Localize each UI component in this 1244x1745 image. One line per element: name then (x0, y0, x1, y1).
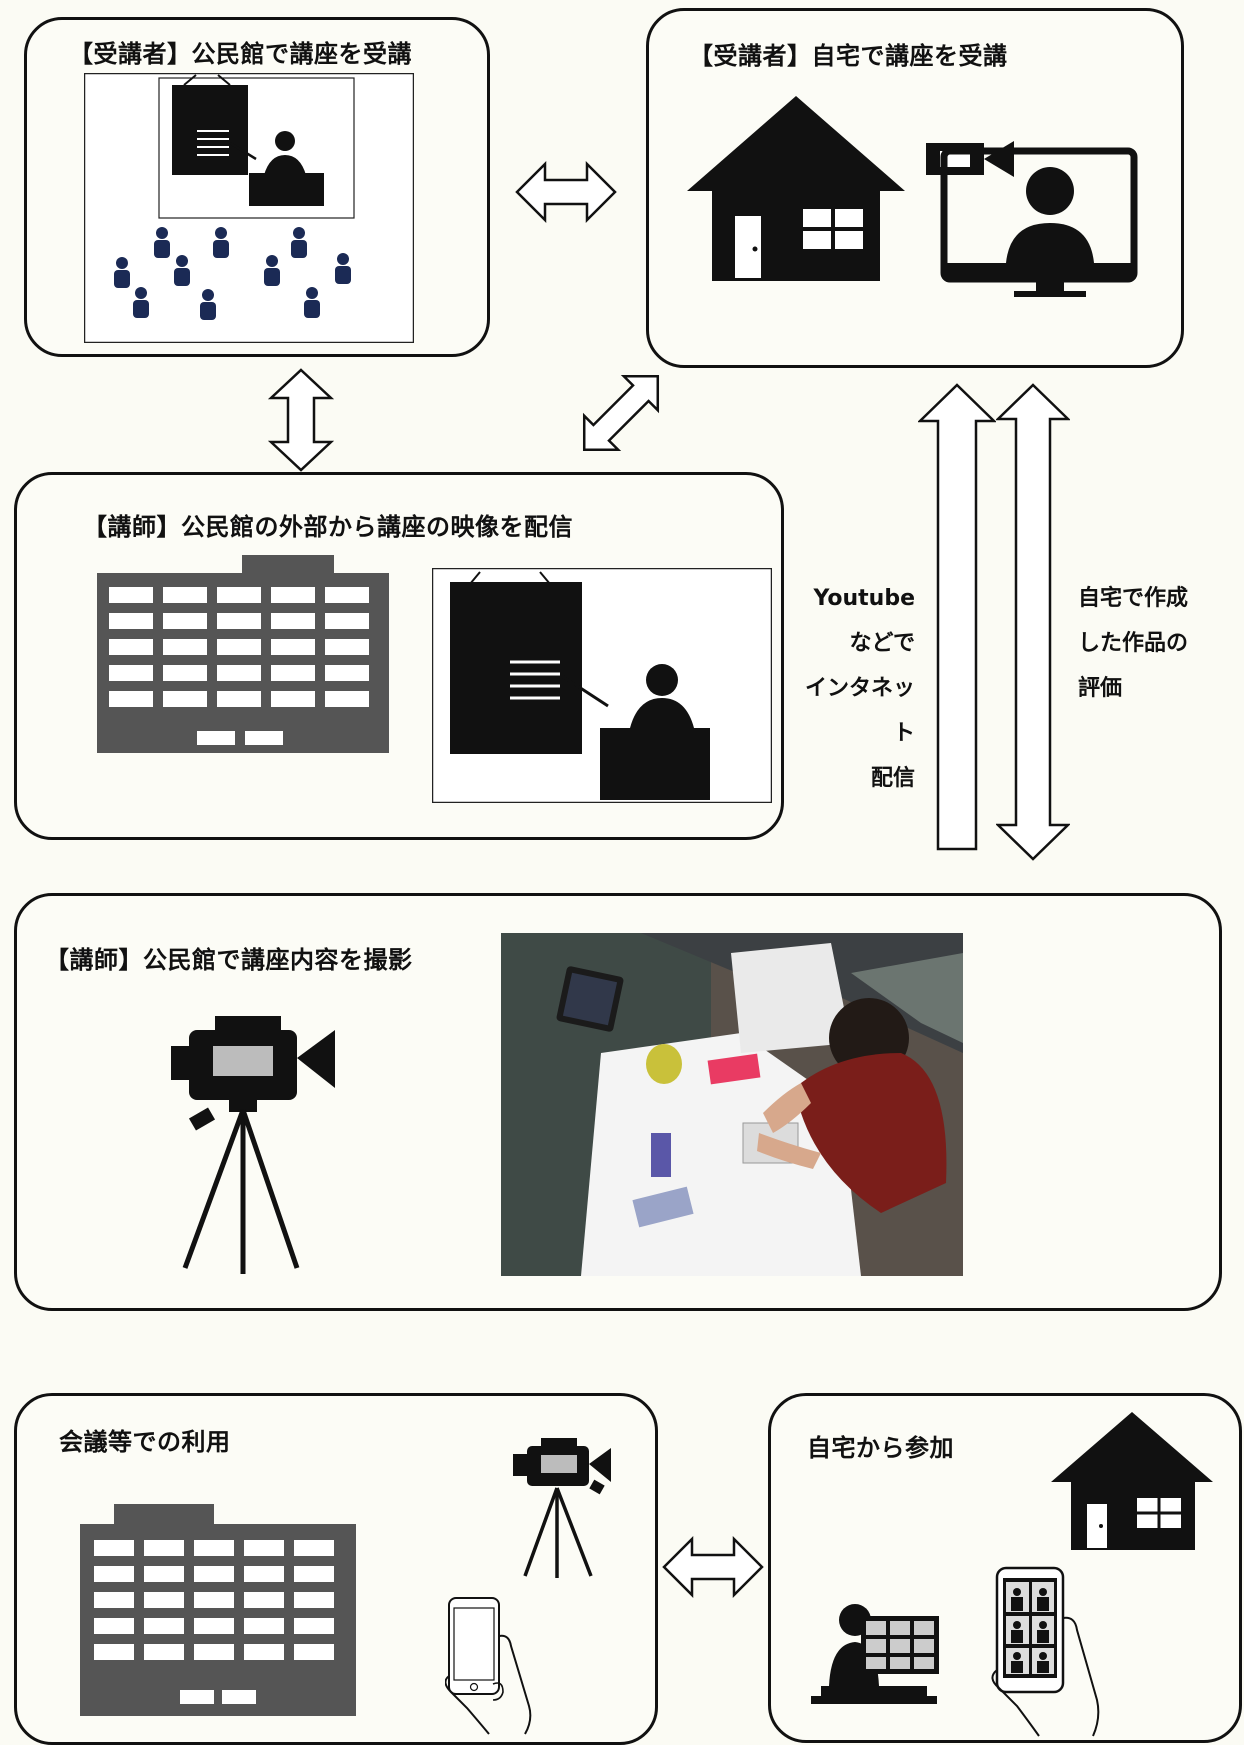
building-icon (97, 555, 389, 755)
building-icon (80, 1504, 356, 1716)
upload-up-arrow-icon (918, 383, 996, 853)
two-way-vertical-arrow-icon (996, 383, 1070, 861)
stream-label: Youtube などで インタネット 配信 (790, 576, 915, 801)
evaluation-label-line: 評価 (1078, 676, 1123, 701)
classroom-illustration (84, 73, 414, 343)
video-camera-icon (167, 1008, 367, 1274)
diagonal-double-arrow-icon (580, 368, 662, 458)
evaluation-label-line: した作品の (1078, 631, 1189, 656)
box-meeting-use: 会議等での利用 (14, 1393, 658, 1745)
monitor-viewer-icon (811, 1586, 941, 1706)
smartphone-icon (445, 1596, 537, 1736)
box-title: 【受講者】公民館で講座を受講 (69, 40, 412, 68)
vertical-double-arrow-icon (268, 368, 334, 472)
box-title: 自宅から参加 (807, 1434, 954, 1462)
monitor-viewer-icon (924, 133, 1144, 303)
box-title: 【講師】公民館で講座内容を撮影 (45, 946, 413, 974)
box-title: 【講師】公民館の外部から講座の映像を配信 (83, 513, 573, 541)
box-title: 【受講者】自宅で講座を受講 (689, 42, 1008, 70)
evaluation-label-line: 自宅で作成 (1078, 586, 1189, 611)
box-title: 会議等での利用 (59, 1428, 231, 1456)
box-classroom-attend: 【受講者】公民館で講座を受講 (24, 17, 490, 357)
stream-label-line: などで (849, 631, 915, 656)
video-camera-icon (511, 1436, 621, 1578)
stream-label-line: 配信 (870, 766, 915, 791)
house-icon (685, 91, 907, 291)
house-icon (1049, 1408, 1215, 1556)
box-home-attend: 【受講者】自宅で講座を受講 (646, 8, 1184, 368)
box-filming: 【講師】公民館で講座内容を撮影 (14, 893, 1222, 1311)
stream-label-line: Youtube (813, 586, 915, 611)
smartphone-icon (989, 1566, 1109, 1738)
horizontal-double-arrow-icon (662, 1535, 764, 1599)
horizontal-double-arrow-icon (515, 160, 617, 224)
box-home-join: 自宅から参加 (768, 1393, 1242, 1743)
box-remote-streaming: 【講師】公民館の外部から講座の映像を配信 (14, 472, 784, 840)
workshop-photo (501, 933, 963, 1276)
lecture-icon (432, 568, 772, 803)
evaluation-label: 自宅で作成 した作品の 評価 (1078, 576, 1228, 711)
stream-label-line: インタネット (804, 676, 915, 746)
